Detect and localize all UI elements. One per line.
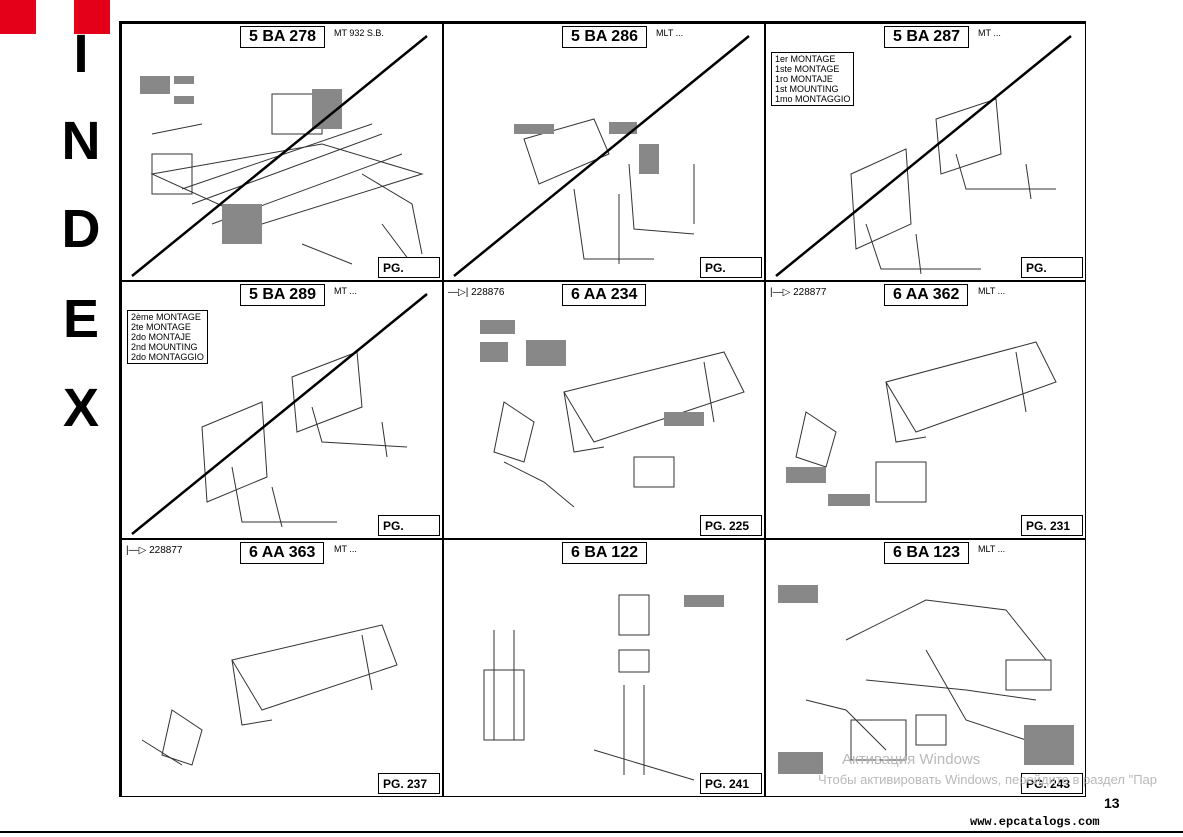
index-letter: N <box>61 111 101 171</box>
page-reference: PG. 243 <box>1021 773 1083 794</box>
mounting-note: 2ème MONTAGE 2te MONTAGE 2do MONTAJE 2nd… <box>127 310 208 364</box>
mounting-line: 1er MONTAGE <box>775 54 836 64</box>
mounting-line: 2te MONTAGE <box>131 322 191 332</box>
serial-reference: —▷| 228876 <box>448 287 505 298</box>
index-cell[interactable]: 5 BA 287 MT ... 1er MONTAGE 1ste MONTAGE… <box>765 23 1086 281</box>
mounting-line: 2nd MOUNTING <box>131 342 198 352</box>
page-reference: PG. 241 <box>700 773 762 794</box>
serial-reference: |—▷ 228877 <box>126 545 183 556</box>
model-note: MLT ... <box>978 544 1006 554</box>
mounting-line: 2do MONTAJE <box>131 332 191 342</box>
model-note: MT ... <box>978 28 1001 38</box>
mounting-line: 2do MONTAGGIO <box>131 352 204 362</box>
model-note: MLT ... <box>656 28 684 38</box>
index-cell[interactable]: 5 BA 286 MLT ... PG. <box>443 23 765 281</box>
part-code-label: 5 BA 289 <box>240 284 325 306</box>
crossed-out-line <box>453 35 750 277</box>
footer-divider <box>0 831 1183 833</box>
part-code-label: 5 BA 286 <box>562 26 647 48</box>
crossed-out-line <box>775 35 1072 277</box>
model-note: MT ... <box>334 286 357 296</box>
page-reference: PG. <box>700 257 762 278</box>
mounting-line: 1ro MONTAJE <box>775 74 833 84</box>
page-reference: PG. 237 <box>378 773 440 794</box>
index-cell[interactable]: |—▷ 228877 6 AA 363 MT ... PG. 237 <box>121 539 443 797</box>
index-letter: E <box>62 289 100 349</box>
mounting-line: 2ème MONTAGE <box>131 312 201 322</box>
part-code-label: 5 BA 278 <box>240 26 325 48</box>
footer-site-link[interactable]: www.epcatalogs.com <box>970 815 1100 829</box>
index-letter: X <box>62 378 100 438</box>
windows-activation-watermark-detail: Чтобы активировать Windows, перейдите в … <box>818 772 1158 787</box>
hydraulic-circuit-diagram <box>778 585 1074 774</box>
crossed-out-line <box>131 293 428 535</box>
index-letter: D <box>61 199 101 259</box>
part-code-label: 6 AA 234 <box>562 284 647 306</box>
fork-backrest-diagram <box>131 293 428 535</box>
mounting-line: 1mo MONTAGGIO <box>775 94 851 104</box>
chassis-frame-diagram <box>141 624 398 766</box>
part-code-label: 6 AA 362 <box>884 284 969 306</box>
mounting-line: 1st MOUNTING <box>775 84 839 94</box>
page-reference: PG. 225 <box>700 515 762 536</box>
model-note: MT 932 S.B. <box>334 28 384 38</box>
index-cell[interactable]: —▷| 228876 6 AA 234 PG. 225 <box>443 281 765 539</box>
page-number: 13 <box>1104 795 1120 811</box>
crossed-out-line <box>131 35 428 277</box>
boom-exploded-diagram <box>131 35 428 277</box>
chassis-frame-diagram <box>480 320 745 508</box>
part-code-label: 6 BA 122 <box>562 542 647 564</box>
index-cell[interactable]: 6 BA 123 MLT ... PG. 243 <box>765 539 1086 797</box>
serial-reference: |—▷ 228877 <box>770 287 827 298</box>
model-note: MT ... <box>334 544 357 554</box>
index-cell[interactable]: 5 BA 278 MT 932 S.B. PG. <box>121 23 443 281</box>
index-cell[interactable]: 6 BA 122 PG. 241 <box>443 539 765 797</box>
page-reference: PG. <box>378 257 440 278</box>
index-cell[interactable]: 5 BA 289 MT ... 2ème MONTAGE 2te MONTAGE… <box>121 281 443 539</box>
red-corner-tab-right <box>74 0 110 34</box>
page-reference: PG. <box>1021 257 1083 278</box>
fork-carriage-diagram <box>453 35 750 277</box>
red-corner-tab-left <box>0 0 36 34</box>
hydraulic-valve-diagram <box>483 594 724 781</box>
part-code-label: 6 BA 123 <box>884 542 969 564</box>
index-letter: I <box>73 24 89 84</box>
model-note: MLT ... <box>978 286 1006 296</box>
fork-backrest-diagram <box>775 35 1072 277</box>
page-reference: PG. <box>378 515 440 536</box>
part-code-label: 6 AA 363 <box>240 542 325 564</box>
page-reference: PG. 231 <box>1021 515 1083 536</box>
windows-activation-watermark: Активация Windows <box>842 751 981 768</box>
chassis-frame-diagram <box>786 341 1057 506</box>
mounting-line: 1ste MONTAGE <box>775 64 840 74</box>
parts-index-grid: 5 BA 278 MT 932 S.B. PG. 5 BA 286 MLT ..… <box>119 21 1086 797</box>
mounting-note: 1er MONTAGE 1ste MONTAGE 1ro MONTAJE 1st… <box>771 52 855 106</box>
part-code-label: 5 BA 287 <box>884 26 969 48</box>
index-cell[interactable]: |—▷ 228877 6 AA 362 MLT ... PG. 231 <box>765 281 1086 539</box>
